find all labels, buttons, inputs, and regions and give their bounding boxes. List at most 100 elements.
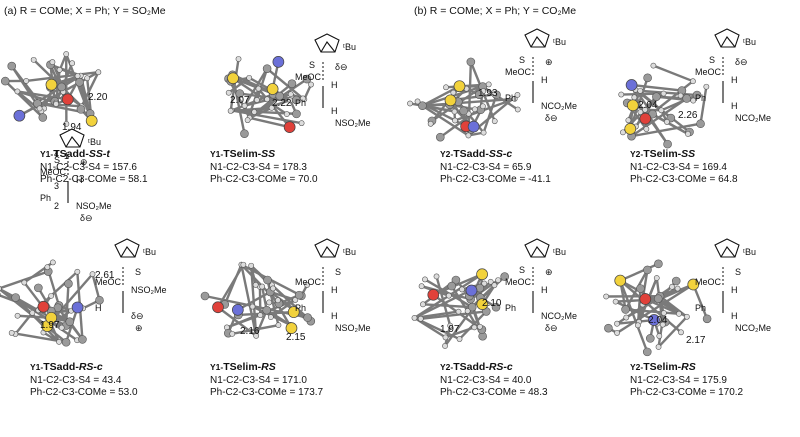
- atom: [471, 106, 478, 113]
- atom: [49, 59, 56, 65]
- atom: [642, 106, 648, 113]
- scheme-label: NCO₂Me: [541, 311, 577, 321]
- bond-distance-label: 2.20: [88, 92, 108, 103]
- scheme-label: H: [731, 311, 738, 321]
- scheme-label: H: [331, 285, 338, 295]
- ts-title: Y1-TSelim-SS: [210, 148, 318, 160]
- bond-distance-label: 2.26: [678, 110, 698, 121]
- atom: [292, 109, 301, 119]
- atom: [84, 75, 91, 82]
- dihedral-ph: Ph-C2-C3-COMe = 53.0: [30, 387, 138, 398]
- atom: [414, 98, 421, 105]
- atom: [89, 271, 96, 278]
- atom: [0, 76, 10, 86]
- dihedral-ph: Ph-C2-C3-COMe = -41.1: [440, 174, 551, 185]
- ts-title-suffix: SS-t: [88, 148, 110, 160]
- ts-title-main: TSadd-: [53, 148, 89, 160]
- atom: [241, 102, 248, 109]
- atom: [433, 273, 440, 280]
- atom: [652, 92, 661, 101]
- scheme-label: NCO₂Me: [541, 101, 577, 111]
- heteroatom: [465, 284, 478, 297]
- atom: [637, 87, 644, 94]
- atom: [682, 94, 692, 103]
- heteroatom: [614, 274, 627, 287]
- heteroatom: [639, 112, 652, 125]
- atom: [636, 284, 645, 293]
- atom: [11, 293, 20, 302]
- scheme-label: MeOC: [695, 67, 722, 77]
- bond: [249, 116, 290, 129]
- dihedral-ph: Ph-C2-C3-COMe = 170.2: [630, 387, 744, 398]
- bond: [631, 122, 701, 138]
- atom: [257, 312, 264, 319]
- atom: [294, 290, 304, 300]
- scheme-label: δ⊖: [735, 57, 748, 67]
- atom: [637, 109, 644, 115]
- scheme-label: S: [135, 267, 141, 277]
- scheme-label: H: [731, 285, 738, 295]
- atom: [603, 293, 610, 300]
- molecule-model: [200, 261, 316, 339]
- atom: [275, 322, 282, 329]
- atom: [418, 101, 427, 111]
- molecule-model: [618, 62, 710, 149]
- atom: [300, 95, 306, 102]
- atom: [270, 285, 276, 292]
- atom: [643, 265, 652, 275]
- atom: [702, 314, 712, 324]
- ts-title-prefix: Y1-: [40, 149, 54, 159]
- ts-title: Y2-TSadd-RS-c: [440, 361, 548, 373]
- scheme-label: ᵗBu: [343, 247, 356, 257]
- scheme-label: S: [735, 267, 741, 277]
- heteroatom: [283, 121, 296, 133]
- scheme-label: 3: [54, 181, 59, 191]
- atom: [621, 305, 630, 314]
- bond: [91, 273, 101, 301]
- atom: [248, 262, 255, 269]
- scheme-label: MeOC: [295, 277, 322, 287]
- atom: [302, 74, 312, 84]
- atom: [664, 119, 670, 125]
- bond-distance-label: 2.16: [240, 326, 260, 337]
- scheme-label: Ph: [695, 93, 706, 103]
- atom: [677, 92, 684, 99]
- scheme-label: H: [541, 75, 548, 85]
- atom: [455, 308, 462, 315]
- atom: [678, 329, 684, 336]
- bond: [4, 80, 44, 119]
- atom: [456, 336, 463, 342]
- atom: [459, 106, 468, 116]
- atom: [435, 132, 445, 142]
- atom: [74, 268, 81, 275]
- atom: [653, 294, 663, 303]
- scheme-label: Ph: [295, 303, 306, 313]
- bond: [32, 58, 83, 108]
- scheme-label: Ph: [695, 303, 706, 313]
- bond: [482, 85, 519, 111]
- bond: [692, 284, 709, 320]
- atom: [61, 337, 71, 347]
- atom: [618, 91, 625, 98]
- scheme-label: Ph: [40, 193, 51, 203]
- heteroatom: [639, 293, 652, 305]
- heteroatom: [85, 114, 98, 127]
- atom: [74, 73, 81, 79]
- atom: [690, 97, 697, 104]
- atom: [485, 81, 492, 88]
- bond: [240, 264, 258, 337]
- scheme-label: Ph: [505, 93, 516, 103]
- ts-title-suffix: SS: [681, 148, 696, 160]
- dihedral-n1: N1-C2-C3-S4 = 178.3: [210, 162, 307, 173]
- scheme-label: 4: [54, 149, 59, 159]
